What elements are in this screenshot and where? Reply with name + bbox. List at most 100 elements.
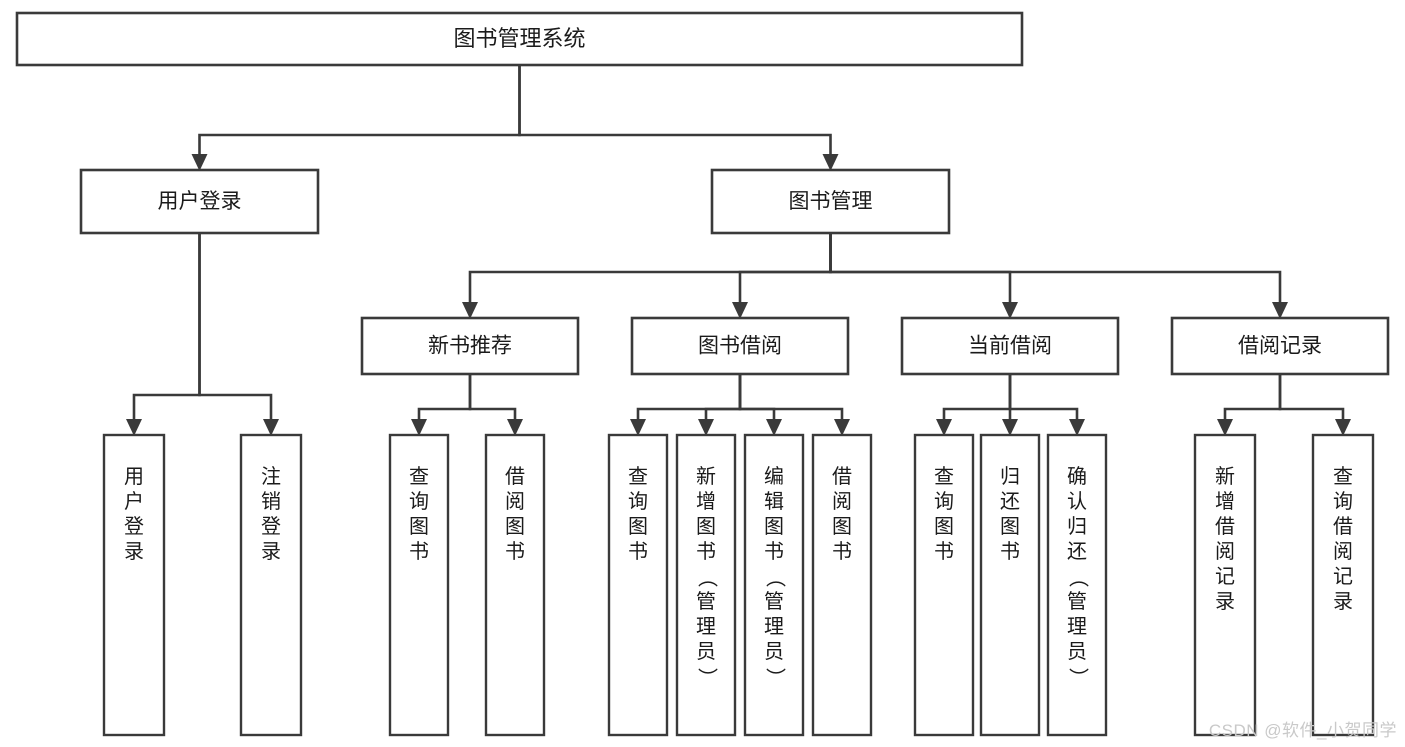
node-box-leaf-query-book-new	[388, 433, 450, 737]
svg-text:辑: 辑	[764, 490, 784, 513]
svg-text:图: 图	[764, 516, 784, 538]
arrow-head-icon	[834, 419, 850, 436]
node-box-book-management	[710, 168, 951, 235]
svg-text:员: 员	[696, 641, 716, 663]
connector-new-book-recommend-to-leaf-borrow-book-new	[468, 374, 523, 436]
svg-text:注: 注	[261, 465, 281, 488]
arrow-head-icon	[411, 419, 427, 436]
node-current-borrow[interactable]: 当前借阅	[900, 316, 1120, 376]
svg-text:查: 查	[628, 465, 648, 488]
svg-text:增: 增	[1215, 490, 1235, 513]
arrow-head-icon	[1002, 302, 1018, 319]
arrow-head-icon	[263, 419, 279, 436]
node-borrow-record[interactable]: 借阅记录	[1170, 316, 1390, 376]
svg-text:（: （	[1067, 568, 1090, 588]
node-box-leaf-add-book-admin	[675, 433, 737, 737]
node-box-user-login	[79, 168, 320, 235]
connector-book-borrow-to-leaf-add-book-admin	[698, 374, 742, 436]
svg-text:图: 图	[628, 516, 648, 538]
svg-text:书: 书	[934, 540, 954, 563]
connector-book-borrow-to-leaf-query-book-borrow	[630, 374, 742, 436]
svg-text:还: 还	[1067, 540, 1087, 563]
svg-text:图: 图	[934, 516, 954, 538]
node-layer: 图书管理系统用户登录图书管理新书推荐图书借阅当前借阅借阅记录用户登录注销登录查询…	[15, 11, 1390, 737]
svg-text:（: （	[764, 568, 787, 588]
node-user-login[interactable]: 用户登录	[79, 168, 320, 235]
connector-current-borrow-to-leaf-confirm-return-admin	[1008, 374, 1085, 436]
node-box-new-book-recommend	[360, 316, 580, 376]
node-box-leaf-return-book	[979, 433, 1041, 737]
svg-text:借: 借	[832, 465, 852, 488]
svg-text:书: 书	[1000, 540, 1020, 563]
svg-text:编: 编	[764, 465, 784, 488]
svg-text:记: 记	[1333, 565, 1353, 588]
svg-text:阅: 阅	[505, 490, 525, 513]
svg-text:登: 登	[261, 515, 281, 538]
svg-text:新: 新	[1215, 465, 1235, 488]
svg-text:还: 还	[1000, 490, 1020, 513]
connector-borrow-record-to-leaf-query-borrow-record	[1278, 374, 1351, 436]
node-box-leaf-query-borrow-record	[1311, 433, 1375, 737]
svg-text:询: 询	[934, 490, 954, 513]
node-box-book-borrow	[630, 316, 850, 376]
svg-text:图: 图	[1000, 516, 1020, 538]
svg-text:查: 查	[934, 465, 954, 488]
arrow-head-icon	[698, 419, 714, 436]
arrow-head-icon	[126, 419, 142, 436]
svg-text:图: 图	[696, 516, 716, 538]
connector-layer	[126, 65, 1351, 436]
arrow-head-icon	[732, 302, 748, 319]
node-box-leaf-query-book-borrow	[607, 433, 669, 737]
svg-text:图: 图	[409, 516, 429, 538]
svg-text:）: ）	[764, 668, 787, 688]
node-box-leaf-query-book-current	[913, 433, 975, 737]
connector-book-management-to-new-book-recommend	[462, 233, 832, 319]
connector-book-management-to-borrow-record	[829, 233, 1288, 319]
svg-text:录: 录	[124, 541, 144, 563]
connector-root-to-book-management	[518, 65, 839, 171]
node-leaf-user-login[interactable]: 用户登录	[102, 433, 166, 737]
svg-text:管: 管	[696, 590, 716, 613]
svg-text:（: （	[696, 568, 719, 588]
svg-text:户: 户	[124, 490, 144, 513]
node-box-leaf-borrow-book-new	[484, 433, 546, 737]
svg-text:借: 借	[505, 465, 525, 488]
arrow-head-icon	[822, 154, 839, 171]
svg-text:录: 录	[1215, 591, 1235, 613]
svg-text:员: 员	[764, 641, 784, 663]
connector-user-login-to-leaf-logout-login	[198, 233, 279, 436]
node-root[interactable]: 图书管理系统	[15, 11, 1024, 67]
svg-text:增: 增	[696, 490, 716, 513]
node-box-leaf-borrow-book	[811, 433, 873, 737]
node-book-management[interactable]: 图书管理	[710, 168, 951, 235]
arrow-head-icon	[1335, 419, 1351, 436]
node-box-leaf-edit-book-admin	[743, 433, 805, 737]
connector-root-to-user-login	[191, 65, 521, 171]
svg-text:归: 归	[1067, 515, 1087, 538]
arrow-head-icon	[766, 419, 782, 436]
node-book-borrow[interactable]: 图书借阅	[630, 316, 850, 376]
node-label-new-book-recommend: 新书推荐	[428, 335, 512, 358]
node-new-book-recommend[interactable]: 新书推荐	[360, 316, 580, 376]
svg-text:认: 认	[1067, 490, 1087, 513]
